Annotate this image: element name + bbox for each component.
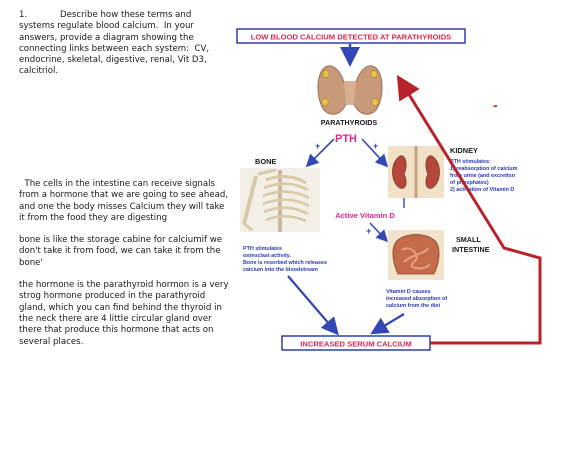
plus-sign: + [315,141,320,151]
note-paragraph: bone is like the storage cabine for calc… [19,235,225,268]
intestine-line: calcium from the diet [386,303,440,309]
parathyroids-label: PARATHYROIDS [321,118,378,127]
parathyroid-gland-icon [370,70,378,78]
note-paragraph: The cells in the intestine can receive s… [19,179,231,223]
parathyroid-gland-icon [322,70,330,78]
low-calcium-label: LOW BLOOD CALCIUM DETECTED AT PARATHYROI… [251,33,452,42]
intestine-line: increased absorption of [386,296,447,302]
low-calcium-box [236,28,466,44]
arrow-intestine-to-serum [370,313,405,335]
kidney-label: KIDNEY [450,146,478,155]
arrow-pth-to-kidney [361,138,389,168]
kidney-description: PTH stimulates: 1) reabsorption of calci… [450,159,518,193]
bone-line: Bone is resorbed which releases [243,260,327,266]
calcium-regulation-diagram: LOW BLOOD CALCIUM DETECTED AT PARATHYROI… [236,28,542,351]
kidney-line: PTH stimulates: [450,159,491,165]
intestine-illustration [388,230,444,280]
bone-description: PTH stimulates osteoclast activity. Bone… [243,246,327,273]
bone-label: BONE [255,157,276,166]
notes-block: The cells in the intestine can receive s… [19,179,229,359]
arrow-pth-to-bone [305,138,335,168]
negative-feedback-arrow [396,74,542,345]
minus-sign: - [493,97,498,113]
parathyroid-gland-icon [371,98,379,106]
serum-calcium-label: INCREASED SERUM CALCIUM [300,340,411,349]
question-block: 1. Describe how these terms and systems … [19,10,229,78]
question-body: Describe how these terms and systems reg… [19,10,212,77]
kidney-illustration [388,146,444,198]
note-paragraph: the hormone is the parathyroid hormon is… [19,280,232,347]
plus-sign: + [373,141,378,151]
kidney-line: 2) activation of Vitamin D [450,187,514,193]
question-text: 1. Describe how these terms and systems … [19,10,229,78]
bone-line: osteoclast activity. [243,253,291,259]
arrow-bone-to-serum [287,275,339,336]
parathyroid-gland-icon [321,98,329,106]
intestine-label: INTESTINE [452,245,490,254]
question-number: 1. [19,10,28,20]
arrow-vitd-to-intestine [369,222,389,243]
plus-sign: + [366,226,371,236]
intestine-description: Vitamin D causes increased absorption of… [386,289,447,309]
intestine-line: Vitamin D causes [386,289,431,295]
skeleton-illustration [240,168,320,232]
bone-line: PTH stimulates [243,246,282,252]
bone-line: calcium into the bloodstream [243,267,318,273]
thyroid-illustration [317,65,383,115]
pth-label: PTH [335,133,357,145]
kidney-line: from urine (and excretion [450,173,515,179]
kidney-line: of phosphates) [450,180,489,186]
kidney-line: 1) reabsorption of calcium [450,166,518,172]
intestine-label: SMALL [456,235,481,244]
active-vitamin-d-label: Active Vitamin D [335,211,395,220]
